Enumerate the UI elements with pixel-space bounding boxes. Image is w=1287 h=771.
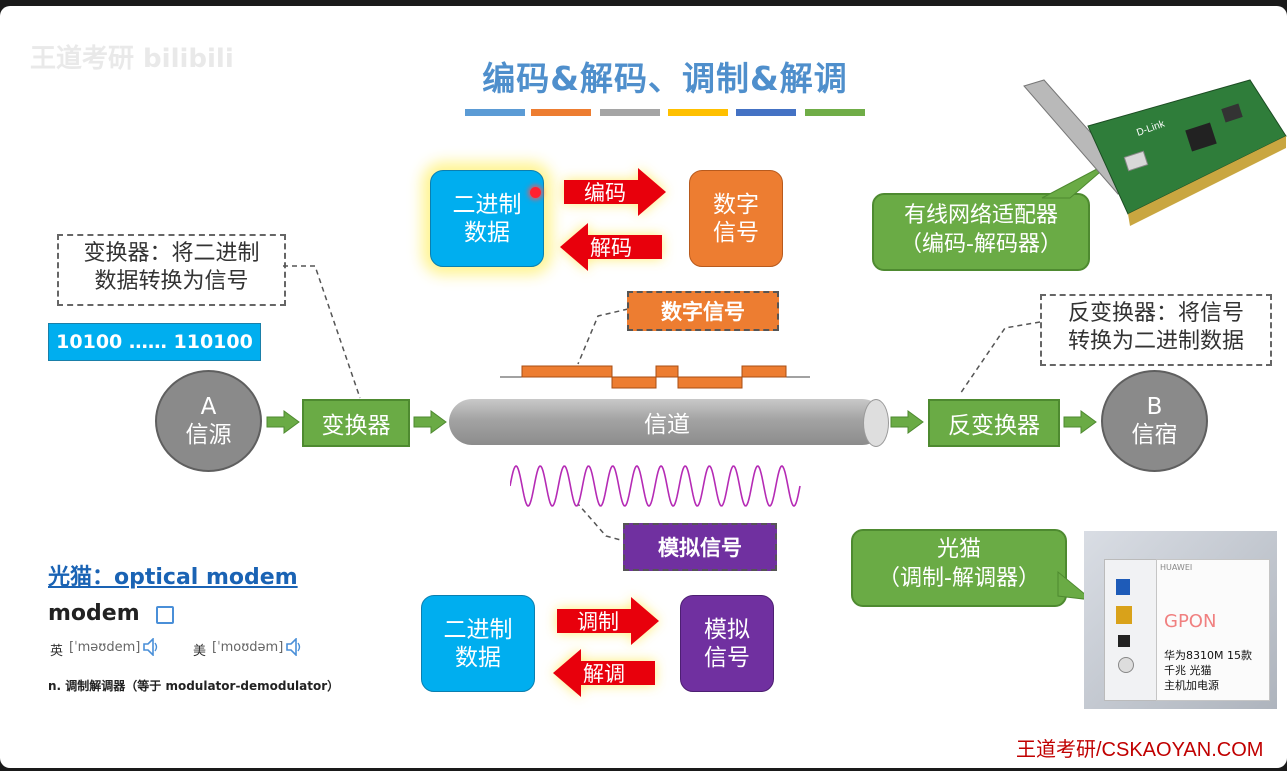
us-label: 美 <box>193 644 207 659</box>
network-adapter-line1: 有线网络适配器 <box>903 203 1058 228</box>
source-node: A 信源 <box>155 370 262 472</box>
modem-caption-3: 主机加电源 <box>1164 679 1219 692</box>
flow-arrow-4 <box>1063 410 1097 434</box>
uk-phonetic: [ˈməʊdem] <box>69 640 141 655</box>
inverse-note-line1: 反变换器：将信号 <box>1067 301 1244 326</box>
sink-node: B 信宿 <box>1101 370 1208 472</box>
modulate-label: 调制 <box>577 610 619 634</box>
decode-arrow: 解码 <box>556 221 666 273</box>
modem-caption-1: 华为8310M 15款 <box>1164 649 1252 662</box>
modem-button <box>1118 657 1134 673</box>
analog-signal-line1: 模拟 <box>704 616 750 643</box>
inverse-note: 反变换器：将信号 转换为二进制数据 <box>1040 294 1272 366</box>
binary-data-box-bottom: 二进制 数据 <box>421 595 535 692</box>
uk-label: 英 <box>50 644 64 659</box>
sink-name: 信宿 <box>1131 422 1178 448</box>
optical-modem-callout: 光猫 （调制-解调器） <box>851 529 1067 607</box>
channel-label: 信道 <box>644 412 690 438</box>
binary-data-box-top: 二进制 数据 <box>430 170 544 267</box>
flow-arrow-2 <box>413 410 447 434</box>
title-bar-4 <box>668 109 728 116</box>
encode-label: 编码 <box>584 181 626 205</box>
optical-modem-line1: 光猫 <box>936 537 981 562</box>
modem-port-blue <box>1116 579 1130 595</box>
dictionary-word: modem <box>48 601 140 626</box>
modulate-arrow: 调制 <box>553 595 663 647</box>
watermark: 王道考研 bilibili <box>30 44 234 74</box>
digital-signal-line1: 数字 <box>713 191 759 218</box>
optical-modem-line2: （调制-解调器） <box>878 566 1040 591</box>
converter-note-line1: 变换器：将二进制 <box>83 241 260 266</box>
left-arrow-icon <box>553 649 655 697</box>
network-card-image: D-Link <box>1023 79 1287 226</box>
inverse-note-line2: 转换为二进制数据 <box>1067 329 1244 354</box>
encode-arrow: 编码 <box>560 166 670 218</box>
binary-data-bottom-line2: 数据 <box>455 644 501 671</box>
title-bar-5 <box>736 109 796 116</box>
speaker-icon-us[interactable] <box>285 638 301 656</box>
left-arrow-icon <box>560 223 662 271</box>
sink-letter: B <box>1146 394 1163 420</box>
title-bar-2 <box>531 109 591 116</box>
decode-label: 解码 <box>590 236 632 260</box>
modem-port-yellow <box>1116 606 1132 624</box>
modem-brand: HUAWEI <box>1160 563 1193 572</box>
binary-data-bottom-line1: 二进制 <box>443 616 513 643</box>
channel-pipe: 信道 <box>449 399 885 445</box>
analog-signal-label: 模拟信号 <box>623 523 777 571</box>
digital-signal-box: 数字 信号 <box>689 170 783 267</box>
converter-box: 变换器 <box>302 399 410 447</box>
slide-title: 编码&解码、调制&解调 <box>482 59 848 98</box>
channel-pipe-end <box>863 399 889 447</box>
binary-data-line2: 数据 <box>464 219 510 246</box>
us-phonetic: [ˈmoʊdəm] <box>212 640 284 655</box>
right-arrow-icon <box>557 597 659 645</box>
digital-waveform <box>500 365 810 389</box>
title-bar-1 <box>465 109 525 116</box>
flow-arrow-3 <box>890 410 924 434</box>
callout-pointer-modem <box>1057 570 1094 601</box>
connector-lines <box>283 265 1041 543</box>
converter-note-line2: 数据转换为信号 <box>94 269 249 294</box>
network-adapter-line2: （编码-解码器） <box>900 232 1062 257</box>
speaker-icon-uk[interactable] <box>142 638 158 656</box>
flow-arrow-1 <box>266 410 300 434</box>
analog-signal-line2: 信号 <box>704 644 750 671</box>
right-arrow-icon <box>564 168 666 216</box>
digital-signal-line2: 信号 <box>713 219 759 246</box>
network-adapter-callout: 有线网络适配器 （编码-解码器） <box>872 193 1090 271</box>
dictionary-definition: n. 调制解调器（等于 modulator-demodulator） <box>48 679 340 693</box>
inverse-converter-box: 反变换器 <box>928 399 1060 447</box>
callout-pointer-nic <box>1041 159 1115 199</box>
dictionary-heading[interactable]: 光猫：optical modem <box>48 565 298 590</box>
modem-front <box>1156 559 1270 701</box>
footer-brand: 王道考研/CSKAOYAN.COM <box>1016 739 1264 761</box>
demodulate-arrow: 解调 <box>549 647 659 699</box>
binary-data-line1: 二进制 <box>452 191 522 218</box>
modem-model: GPON <box>1164 611 1217 632</box>
modem-caption-2: 千兆 光猫 <box>1164 664 1212 677</box>
modem-port-power <box>1118 635 1130 647</box>
title-bar-6 <box>805 109 865 116</box>
slide: 王道考研 bilibili 编码&解码、调制&解调 二进制 数据 编码 解码 数… <box>0 6 1287 768</box>
converter-note: 变换器：将二进制 数据转换为信号 <box>57 234 286 306</box>
modem-side <box>1104 559 1158 701</box>
binary-label: 10100 …… 110100 <box>48 323 261 361</box>
title-bar-3 <box>600 109 660 116</box>
modem-photo: HUAWEI GPON 华为8310M 15款 千兆 光猫 主机加电源 <box>1084 531 1277 709</box>
analog-signal-box: 模拟 信号 <box>680 595 774 692</box>
source-name: 信源 <box>185 422 232 448</box>
bookmark-icon[interactable] <box>156 606 174 624</box>
digital-signal-label: 数字信号 <box>627 291 779 331</box>
source-letter: A <box>200 394 217 420</box>
demodulate-label: 解调 <box>583 662 625 686</box>
analog-waveform <box>510 465 801 507</box>
laser-pointer-dot <box>530 187 541 198</box>
